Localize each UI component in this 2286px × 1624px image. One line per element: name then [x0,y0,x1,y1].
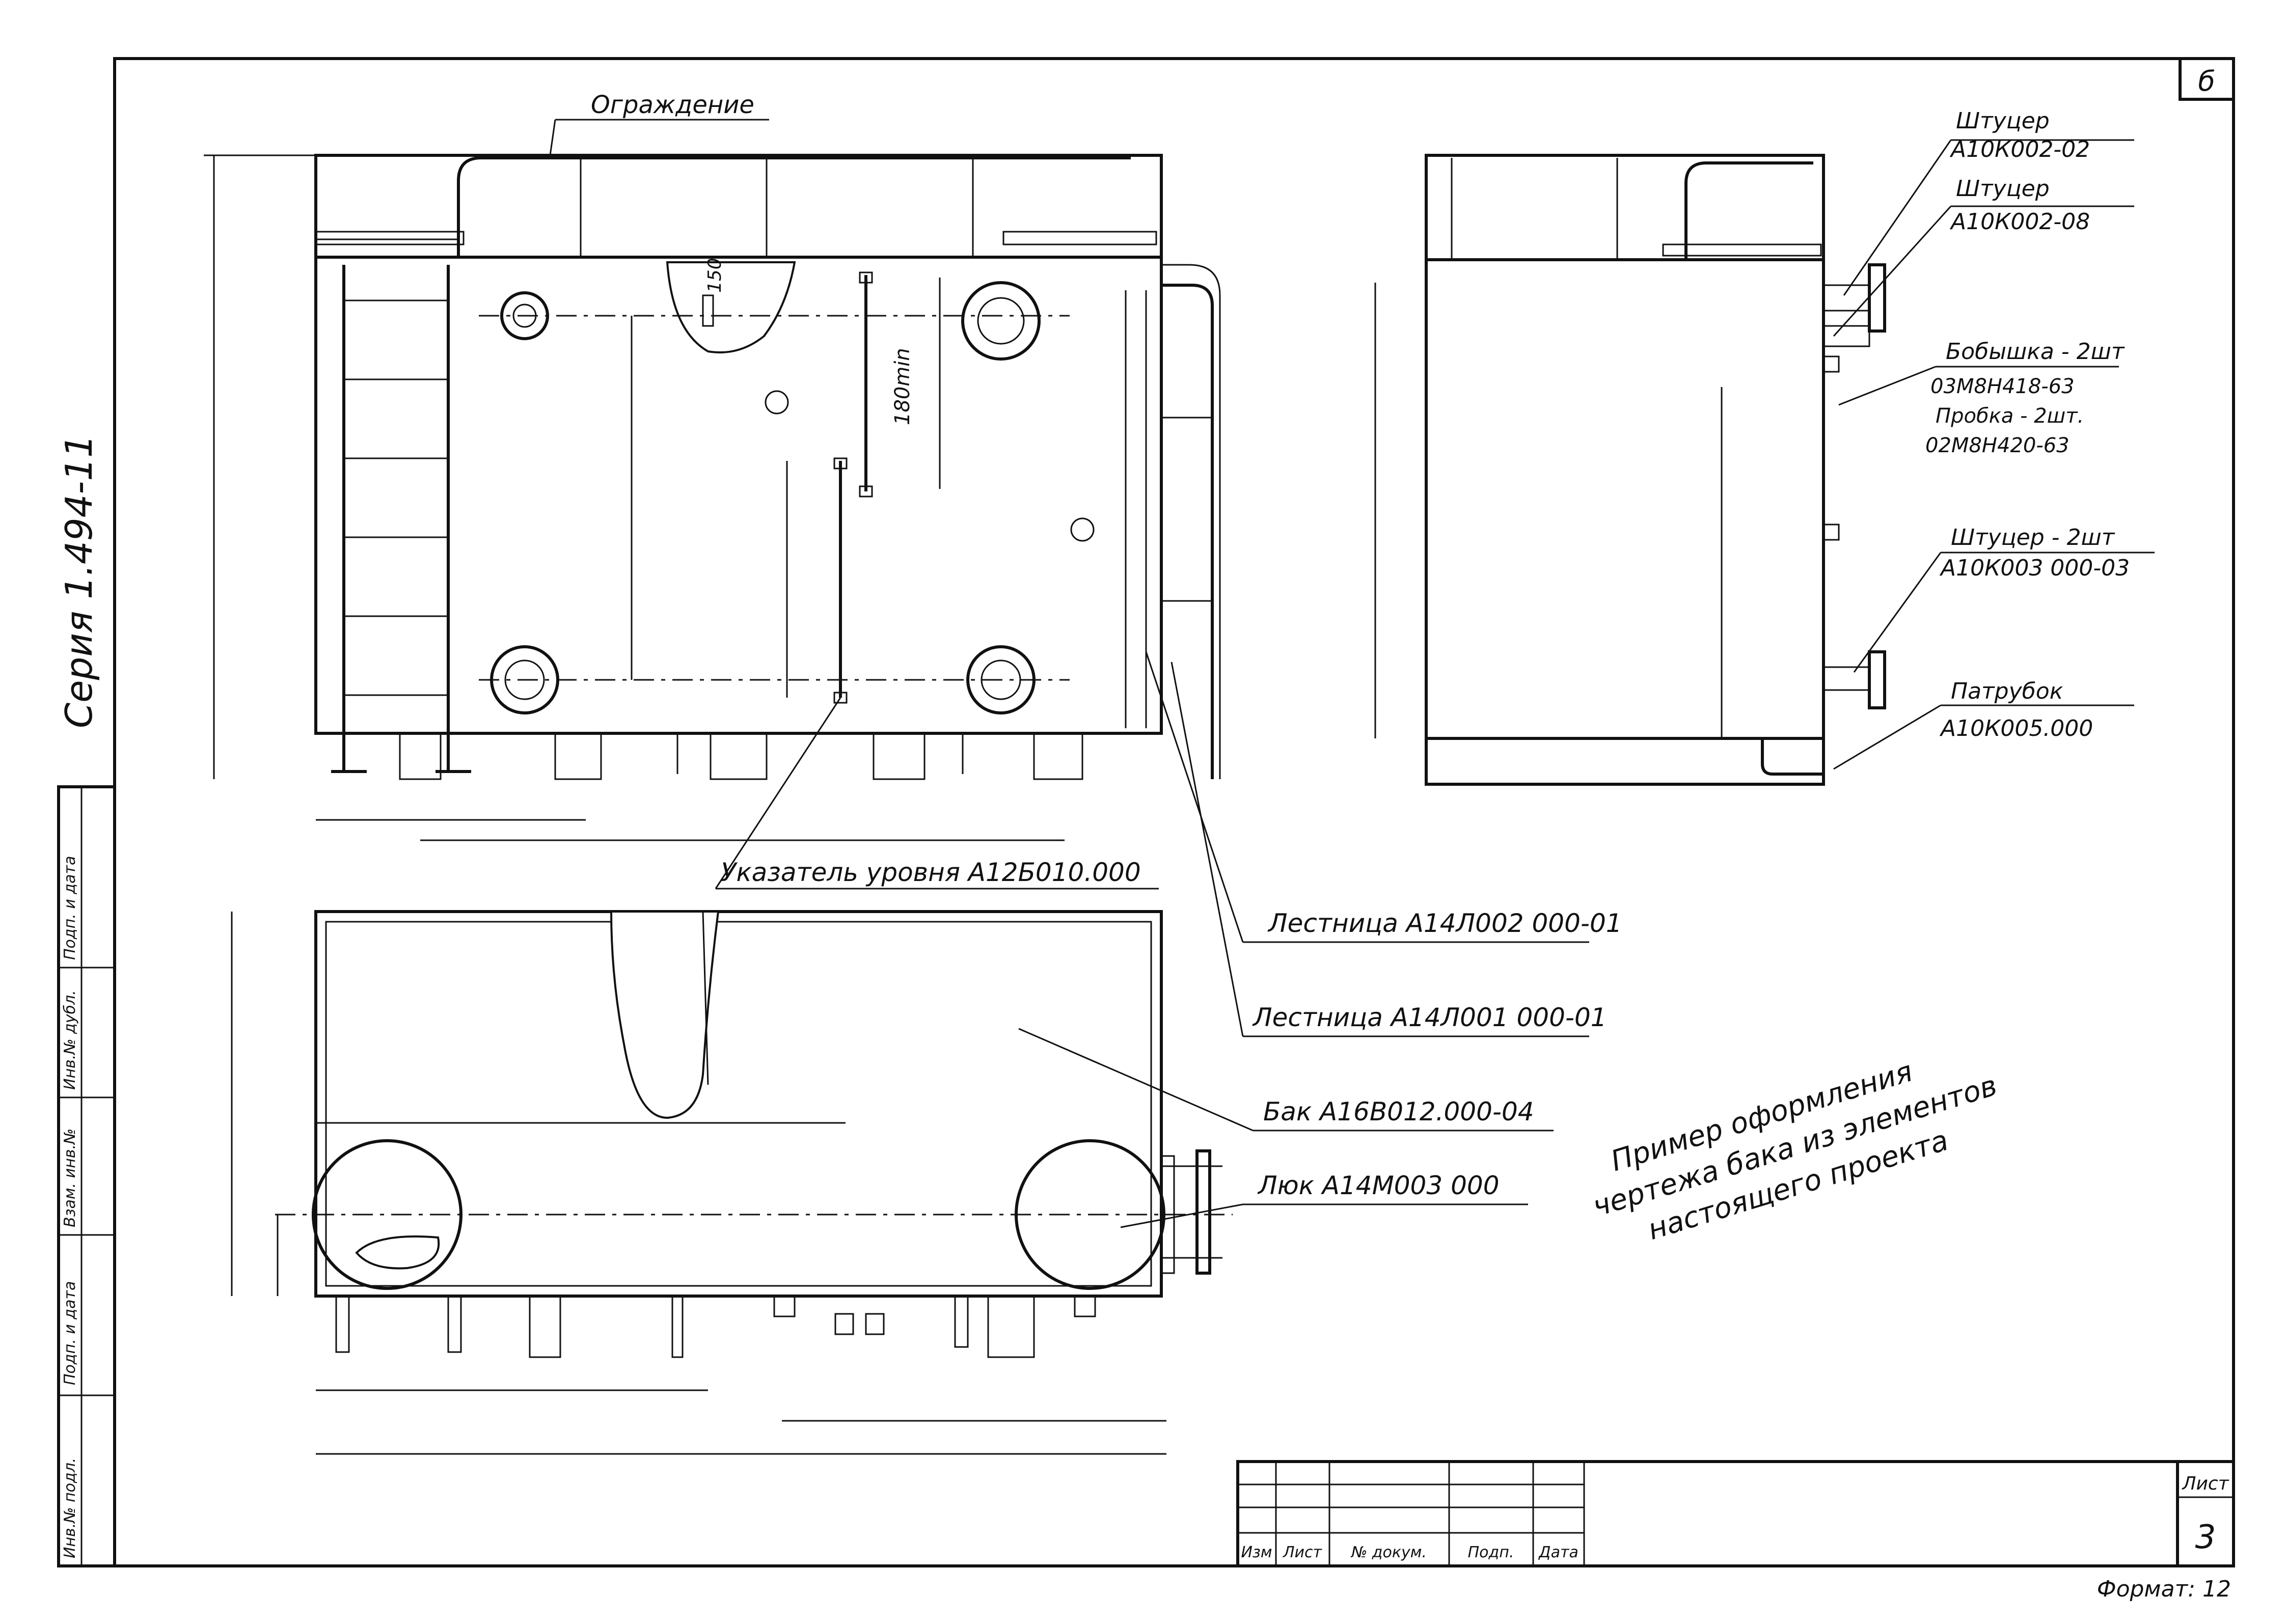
callout-pipe-name: Патрубок [1951,678,2063,704]
tb-col-izm: Изм [1241,1544,1272,1561]
margin-stamp: Инв.№ подл. Подп. и дата Взам. инв.№ Инв… [57,785,116,1567]
callout-pipe-code: А10К005.000 [1939,715,2093,741]
stamp-cell-5: Подп. и дата [61,856,79,960]
callout-level-indicator: Указатель уровня А12Б010.000 [721,858,1141,887]
stamp-cell-2: Подп. и дата [61,1281,79,1385]
dim-180: 180min [891,348,914,425]
callout-fence: Ограждение [591,91,754,119]
callout-boss-name: Бобышка - 2шт [1946,339,2125,365]
tb-col-doc: № докум. [1350,1544,1427,1561]
callout-boss-code: 03М8Н418-63 [1930,375,2075,398]
callout-fitting-3-name: Штуцер - 2шт [1951,525,2115,550]
front-view: 150 180min [204,154,1221,841]
tb-sheet-label: Лист [2181,1473,2229,1494]
callout-fitting-2-code: А10К002-08 [1949,209,2090,235]
title-block: Изм Лист № докум. Подп. Дата Лист 3 [1236,1460,2235,1567]
corner-mark: б [2198,65,2215,97]
stamp-cell-3: Взам. инв.№ [61,1128,79,1227]
callout-fitting-3-code: А10К003 000-03 [1939,555,2130,581]
callout-ladder-2: Лестница А14Л001 000-01 [1252,1003,1607,1032]
tb-sheet-number: 3 [2195,1519,2216,1556]
callout-hatch: Люк А14М003 000 [1257,1171,1500,1200]
callout-fitting-2-name: Штуцер [1956,176,2050,202]
note: Пример оформления чертежа бака из элемен… [1589,1055,2001,1247]
callout-plug-code: 02М8Н420-63 [1925,434,2070,457]
callout-fitting-1-code: А10К002-02 [1949,136,2090,162]
callout-ladder-1: Лестница А14Л002 000-01 [1267,909,1622,938]
plan-view [231,910,1233,1455]
tb-col-date: Дата [1538,1544,1579,1561]
stamp-cell-4: Инв.№ дубл. [61,990,79,1090]
callout-fitting-1-name: Штуцер [1956,108,2050,134]
side-view [1374,154,1886,786]
tb-col-list: Лист [1283,1544,1323,1561]
callout-tank: Бак А16В012.000-04 [1263,1097,1534,1126]
dim-150: 150 [704,258,725,293]
stamp-cell-1: Инв.№ подл. [61,1458,79,1558]
corner-mark-box [2179,57,2235,101]
callout-plug-name: Пробка - 2шт. [1936,404,2084,428]
tb-col-sign: Подп. [1468,1544,1514,1561]
format-label: Формат: 12 [2097,1576,2231,1602]
series-label: Серия 1.494-11 [58,434,100,728]
